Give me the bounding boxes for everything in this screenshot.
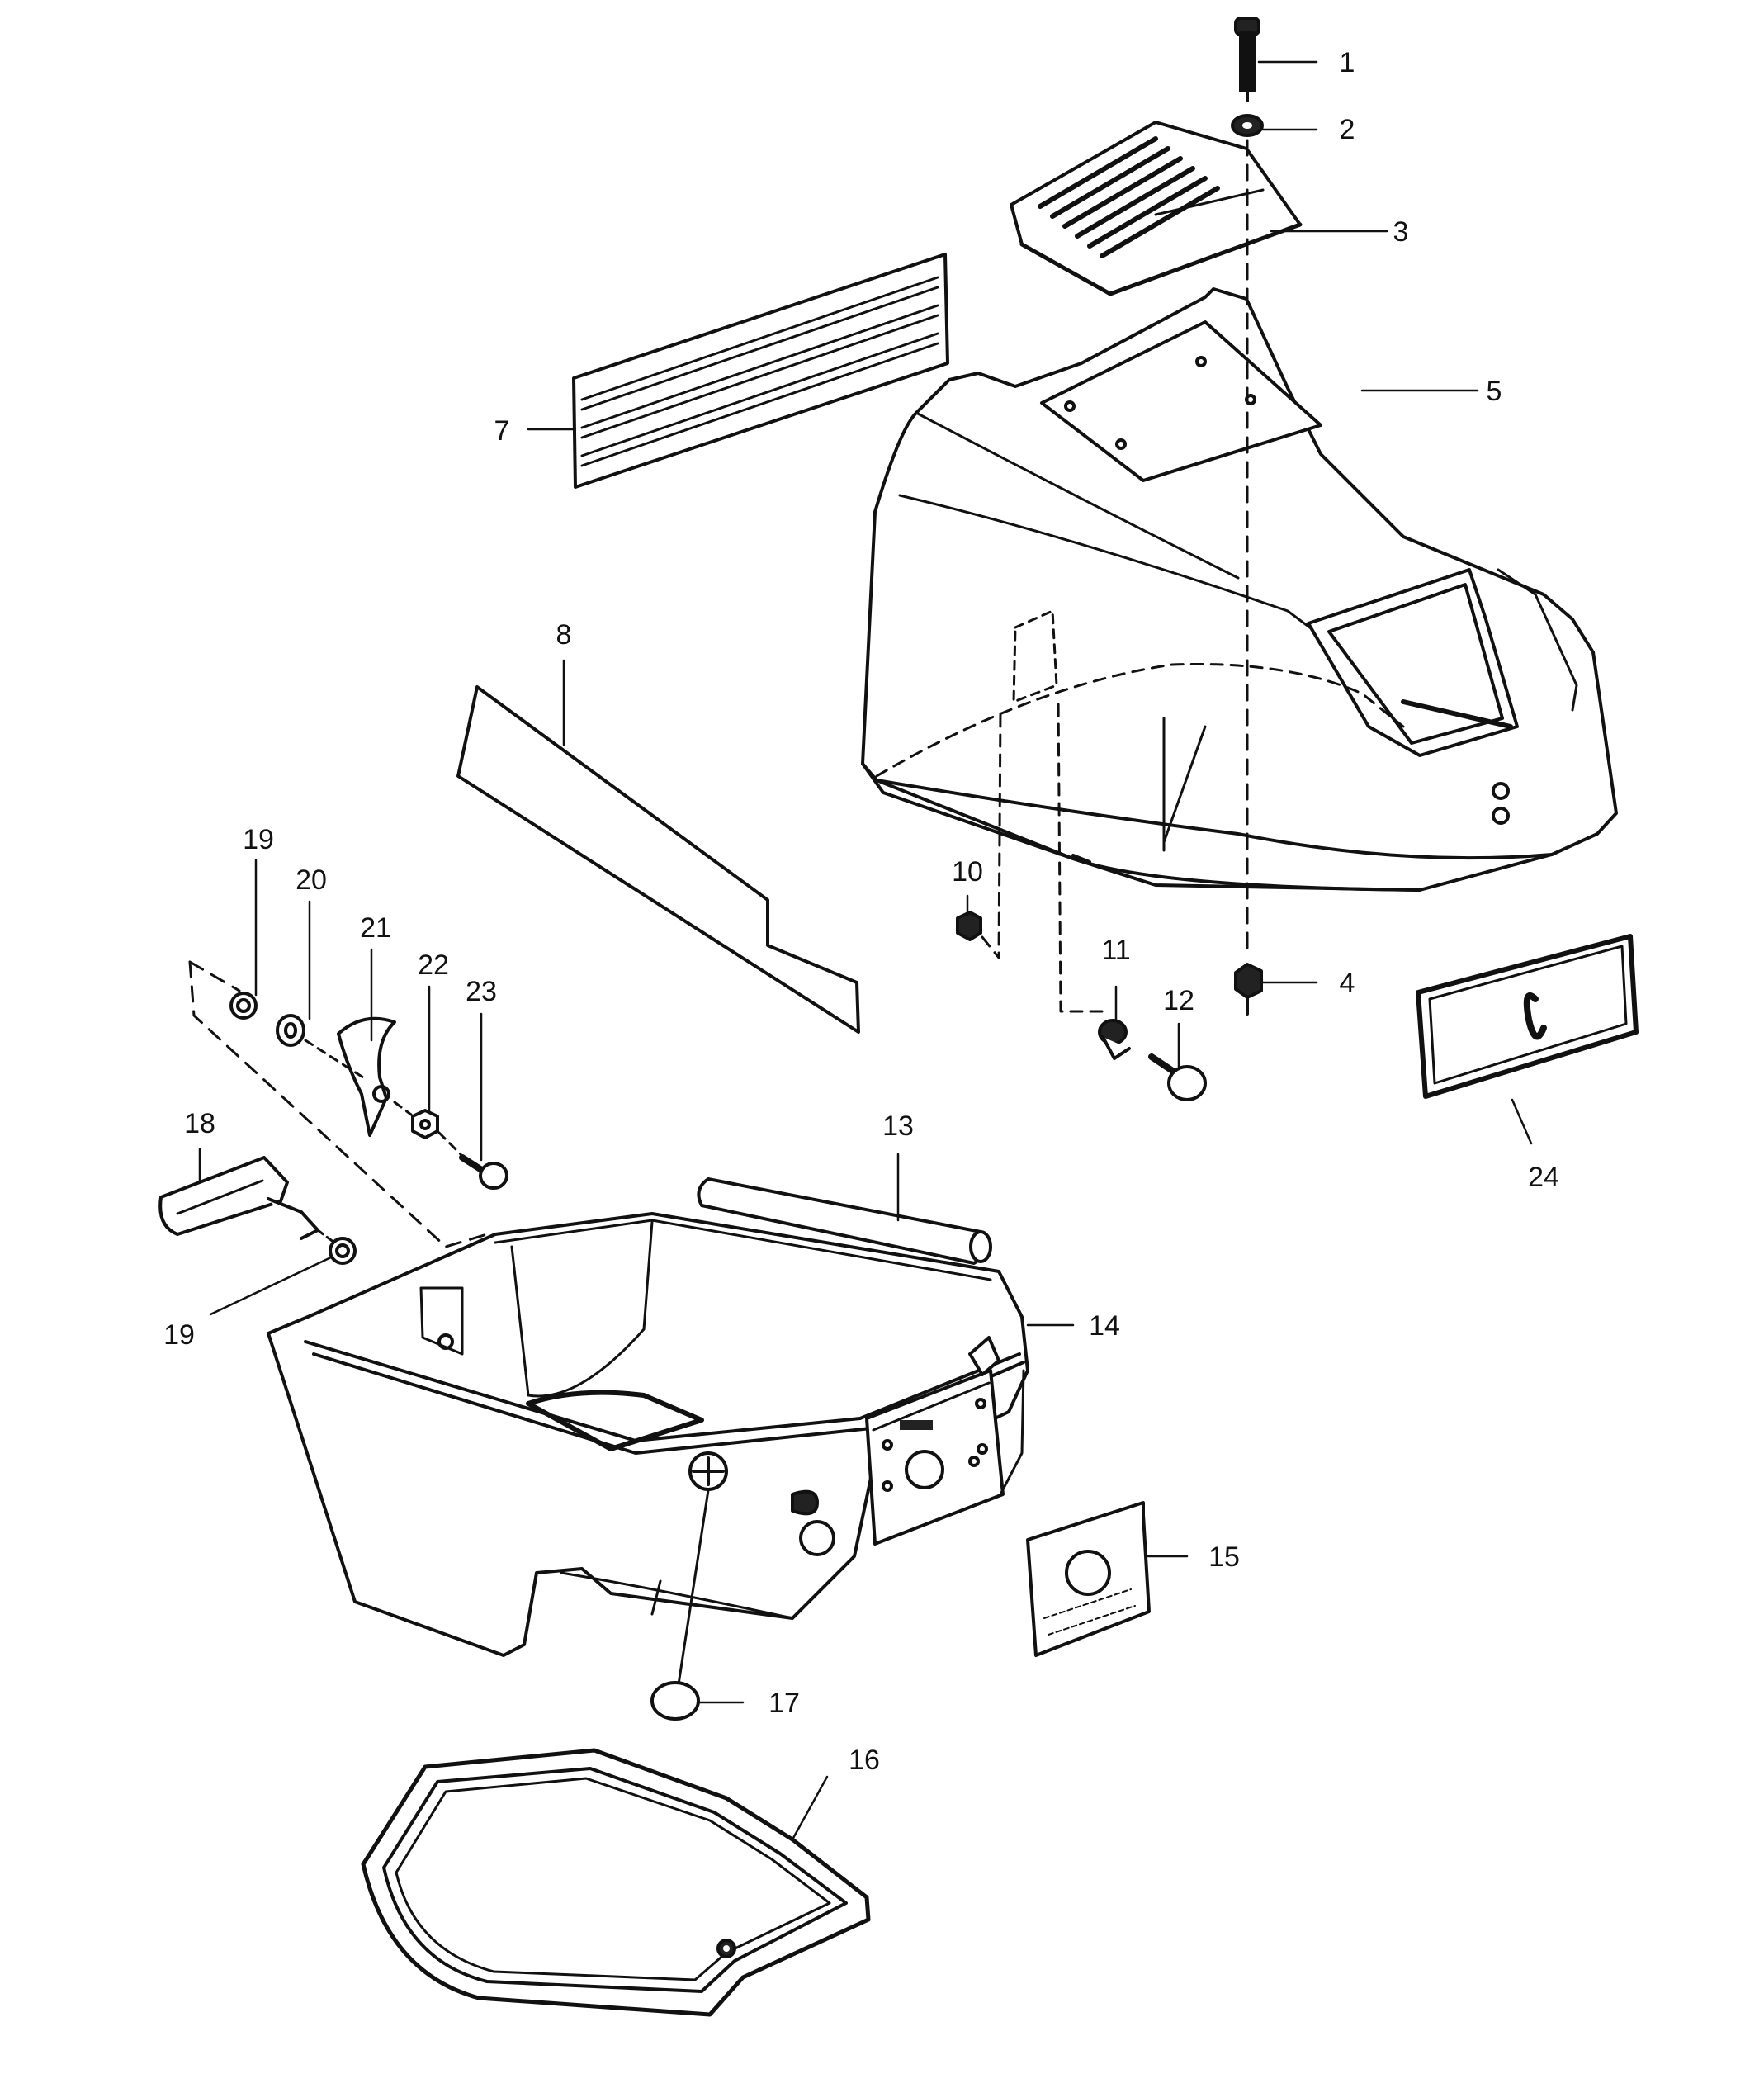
part-18-latch-handle (158, 1156, 336, 1244)
callout-7: 7 (494, 415, 510, 447)
part-19-clip-lower (329, 1237, 357, 1265)
callout-3: 3 (1393, 216, 1409, 248)
callout-5: 5 (1487, 376, 1502, 407)
callout-8: 8 (556, 619, 572, 651)
part-15-plate (1026, 1501, 1151, 1657)
callout-21: 21 (360, 912, 391, 944)
callout-10: 10 (952, 856, 983, 888)
part-5-top-cowl (861, 287, 1618, 892)
part-3-vent-cover (1010, 121, 1303, 296)
part-4-nut (1234, 139, 1263, 1016)
part-1-screw (1234, 17, 1260, 109)
part-2-washer (1231, 114, 1264, 137)
callout-1: 1 (1340, 47, 1355, 78)
callout-23: 23 (466, 976, 497, 1007)
callout-17: 17 (768, 1688, 800, 1719)
callout-11: 11 (1101, 935, 1130, 966)
callout-20: 20 (296, 864, 327, 896)
callout-14: 14 (1089, 1310, 1120, 1342)
part-16-gasket (361, 1748, 871, 2017)
leader-lines (198, 60, 1533, 1841)
part-14-bottom-cowl (267, 1212, 1029, 1657)
part-24-nameplate (1416, 934, 1639, 1099)
callout-13: 13 (882, 1110, 914, 1142)
part-7-decal (572, 253, 949, 489)
part-10-nut (956, 708, 1002, 959)
callout-15: 15 (1208, 1541, 1240, 1573)
callout-labels: 1 2 3 4 5 7 8 10 11 12 13 14 15 16 17 18… (163, 47, 1559, 1776)
callout-16: 16 (849, 1745, 880, 1776)
callout-18: 18 (184, 1108, 215, 1139)
part-13-seal (697, 1177, 992, 1265)
callout-19-lower: 19 (163, 1319, 195, 1351)
part-12-screw (1148, 1053, 1207, 1101)
latch-assembly (188, 960, 508, 1248)
callout-24: 24 (1528, 1162, 1559, 1193)
callout-12: 12 (1163, 985, 1194, 1016)
callout-22: 22 (418, 949, 449, 981)
part-11-grommet (1057, 696, 1131, 1060)
callout-2: 2 (1340, 114, 1355, 145)
part-17-plug (650, 1489, 710, 1721)
callout-4: 4 (1340, 968, 1355, 999)
callout-19-top: 19 (243, 824, 274, 855)
part-8-strip (456, 685, 860, 1034)
